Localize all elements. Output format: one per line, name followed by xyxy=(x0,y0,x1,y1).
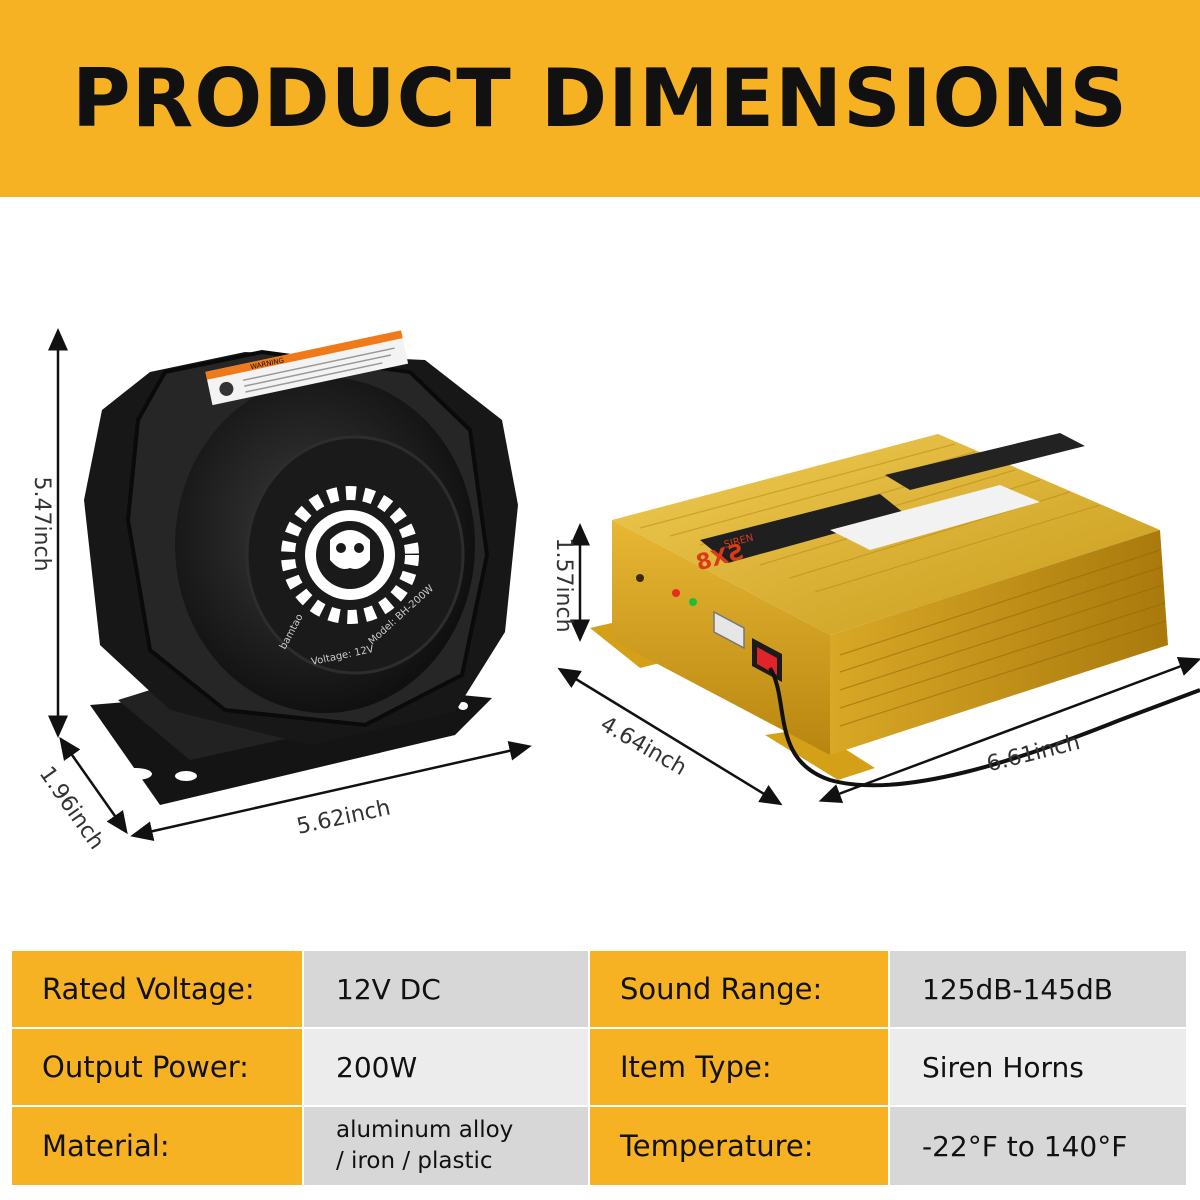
material-line-2: / iron / plastic xyxy=(336,1148,493,1174)
spec-label-output-power: Output Power: xyxy=(12,1029,304,1107)
usb-port[interactable] xyxy=(713,610,745,650)
gear-logo xyxy=(281,486,419,624)
warning-sticker: WARNING xyxy=(205,330,409,406)
spec-label-temperature: Temperature: xyxy=(590,1107,890,1187)
spec-value-temperature: -22°F to 140°F xyxy=(890,1107,1188,1187)
spec-value-material: aluminum alloy / iron / plastic xyxy=(304,1107,590,1187)
product-illustration: bamtao Voltage: 12V Model: BH-200W WARNI… xyxy=(29,328,1200,854)
title-banner: PRODUCT DIMENSIONS xyxy=(0,0,1200,197)
speaker-width-label: 5.62inch xyxy=(295,796,393,840)
spec-label-rated-voltage: Rated Voltage: xyxy=(12,951,304,1029)
speaker-depth-arrow xyxy=(59,736,128,835)
power-jack xyxy=(636,574,644,582)
box-depth-label: 4.64inch xyxy=(596,712,691,781)
spec-value-rated-voltage: 12V DC xyxy=(304,951,590,1029)
speaker-height-label: 5.47inch xyxy=(29,476,54,571)
spec-label-material: Material: xyxy=(12,1107,304,1187)
amplifier-label xyxy=(700,494,905,563)
speaker-width-arrow xyxy=(130,740,532,842)
spec-label-sound-range: Sound Range: xyxy=(590,951,890,1029)
led-green xyxy=(689,598,697,606)
box-width-label: 6.61inch xyxy=(984,730,1082,777)
box-width-arrow xyxy=(818,657,1200,803)
siren-amplifier: SX8 SIREN xyxy=(590,433,1200,788)
siren-speaker: bamtao Voltage: 12V Model: BH-200W WARNI… xyxy=(84,330,518,805)
box-height-label: 1.57inch xyxy=(551,537,576,632)
spec-table: Rated Voltage: 12V DC Sound Range: 125dB… xyxy=(12,951,1188,1187)
box-depth-arrow xyxy=(557,667,783,806)
spec-value-output-power: 200W xyxy=(304,1029,590,1107)
spec-value-sound-range: 125dB-145dB xyxy=(890,951,1188,1029)
led-red xyxy=(672,589,680,597)
page-title: PRODUCT DIMENSIONS xyxy=(71,52,1129,145)
spec-value-item-type: Siren Horns xyxy=(890,1029,1188,1107)
spec-label-item-type: Item Type: xyxy=(590,1029,890,1107)
material-line-1: aluminum alloy xyxy=(336,1117,514,1143)
speaker-depth-label: 1.96inch xyxy=(34,762,109,854)
